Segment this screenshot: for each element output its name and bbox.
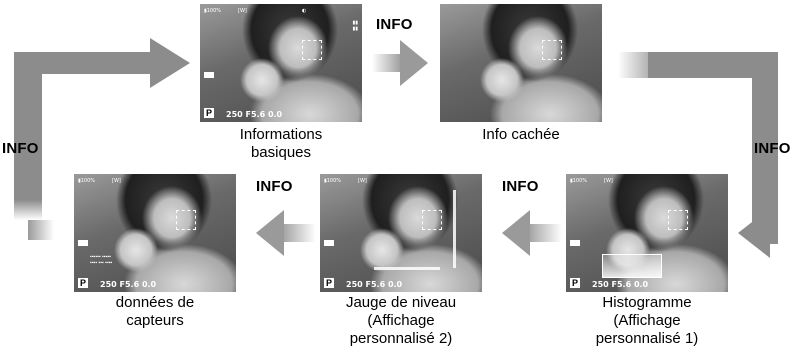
vertical-level-gauge xyxy=(453,190,456,268)
caption-line: personnalisé 1) xyxy=(595,330,699,347)
flow-arrowhead-4-to-5 xyxy=(256,210,284,256)
screen-hidden-info xyxy=(440,4,602,122)
flow-arrow-left-bottom-fade xyxy=(14,200,42,220)
battery-indicator: ▮100% xyxy=(204,8,222,14)
shutter-speed: 250 xyxy=(226,110,243,119)
screen-basic-info: ▮100% [W] ◐ ▮▮▮▮ P 250 F5.6 0.0 xyxy=(200,4,362,122)
caption-line: Info cachée xyxy=(482,126,560,143)
shooting-mode-p: P xyxy=(204,108,214,118)
drive-mode-icon xyxy=(570,240,580,246)
af-frame xyxy=(542,40,562,60)
flow-arrow-4-to-5-shaft xyxy=(280,224,316,242)
flow-arrowhead-3-to-4 xyxy=(502,210,530,256)
flow-arrowhead-to-screen3 xyxy=(738,208,770,258)
stabilizer-icon: ◐ xyxy=(302,8,307,14)
sensor-data-readout: ▪▪▪▪▪▪ ▪▪▪▪▪▪▪▪▪ ▪▪▪ ▪▪▪▪ xyxy=(90,254,113,266)
drive-mode-icon xyxy=(78,240,88,246)
histogram xyxy=(602,254,662,278)
flow-arrow-left-vertical xyxy=(14,52,42,220)
caption-line: Informations xyxy=(239,126,323,143)
af-frame xyxy=(668,210,688,230)
shooting-mode-p: P xyxy=(570,278,580,288)
shooting-mode-p: P xyxy=(324,278,334,288)
wifi-icon: [W] xyxy=(112,178,121,184)
caption-line: (Affichage xyxy=(367,312,435,329)
photo-mother-baby xyxy=(74,174,236,292)
aperture: F5.6 xyxy=(611,280,632,289)
info-label-3-to-4: INFO xyxy=(502,178,539,195)
exposure-readout: 250 F5.6 0.0 xyxy=(346,280,403,289)
caption-sensor-data: données de capteurs xyxy=(74,294,236,330)
photo-mother-baby xyxy=(200,4,362,122)
battery-indicator: ▮100% xyxy=(78,178,96,184)
exposure-readout: 250 F5.6 0.0 xyxy=(100,280,157,289)
battery-indicator: ▮100% xyxy=(570,178,588,184)
flow-arrowhead-1-to-2 xyxy=(400,40,428,86)
drive-mode-icon xyxy=(204,72,214,78)
info-label-right-loop: INFO xyxy=(754,140,791,157)
wifi-icon: [W] xyxy=(604,178,613,184)
drive-mode-icon xyxy=(324,240,334,246)
caption-line: Histogramme xyxy=(602,294,692,311)
flow-arrow-1-to-2-shaft xyxy=(372,54,402,72)
aperture: F5.6 xyxy=(119,280,140,289)
shutter-speed: 250 xyxy=(592,280,609,289)
horizontal-level-gauge xyxy=(374,267,440,270)
caption-histogram: Histogramme (Affichage personnalisé 1) xyxy=(556,294,738,348)
wifi-icon: [W] xyxy=(238,8,247,14)
caption-line: données de xyxy=(115,294,195,311)
photo-mother-baby xyxy=(440,4,602,122)
right-info-column: ▮▮▮▮ xyxy=(352,20,358,32)
screen-level-gauge: ▮100% [W] P 250 F5.6 0.0 xyxy=(320,174,482,292)
wifi-icon: [W] xyxy=(358,178,367,184)
caption-line: basiques xyxy=(250,144,312,161)
aperture: F5.6 xyxy=(365,280,386,289)
af-frame xyxy=(422,210,442,230)
ev-value: 0.0 xyxy=(387,280,403,289)
battery-indicator: ▮100% xyxy=(324,178,342,184)
exposure-readout: 250 F5.6 0.0 xyxy=(592,280,649,289)
ev-value: 0.0 xyxy=(141,280,157,289)
shooting-mode-p: P xyxy=(78,278,88,288)
caption-line: (Affichage xyxy=(613,312,681,329)
aperture: F5.6 xyxy=(245,110,266,119)
caption-line: personnalisé 2) xyxy=(349,330,453,347)
caption-level-gauge: Jauge de niveau (Affichage personnalisé … xyxy=(314,294,488,348)
info-label-4-to-5: INFO xyxy=(256,178,293,195)
flow-arrow-left-bottom-stub xyxy=(28,220,54,240)
ev-value: 0.0 xyxy=(267,110,283,119)
exposure-readout: 250 F5.6 0.0 xyxy=(226,110,283,119)
caption-basic-info: Informations basiques xyxy=(200,126,362,162)
info-label-1-to-2: INFO xyxy=(376,16,413,33)
info-label-left-loop: INFO xyxy=(2,140,39,157)
photo-mother-baby xyxy=(320,174,482,292)
caption-hidden-info: Info cachée xyxy=(440,126,602,144)
shutter-speed: 250 xyxy=(346,280,363,289)
screen-histogram: ▮100% [W] P 250 F5.6 0.0 xyxy=(566,174,728,292)
shutter-speed: 250 xyxy=(100,280,117,289)
caption-line: capteurs xyxy=(126,312,184,329)
flow-arrowhead-to-screen1 xyxy=(150,38,190,88)
ev-value: 0.0 xyxy=(633,280,649,289)
caption-line: Jauge de niveau xyxy=(345,294,457,311)
flow-arrow-3-to-4-shaft xyxy=(526,224,562,242)
af-frame xyxy=(176,210,196,230)
screen-sensor-data: ▮100% [W] ▪▪▪▪▪▪ ▪▪▪▪▪▪▪▪▪ ▪▪▪ ▪▪▪▪ P 25… xyxy=(74,174,236,292)
flow-arrow-top-left-horizontal xyxy=(14,52,166,74)
af-frame xyxy=(302,40,322,60)
